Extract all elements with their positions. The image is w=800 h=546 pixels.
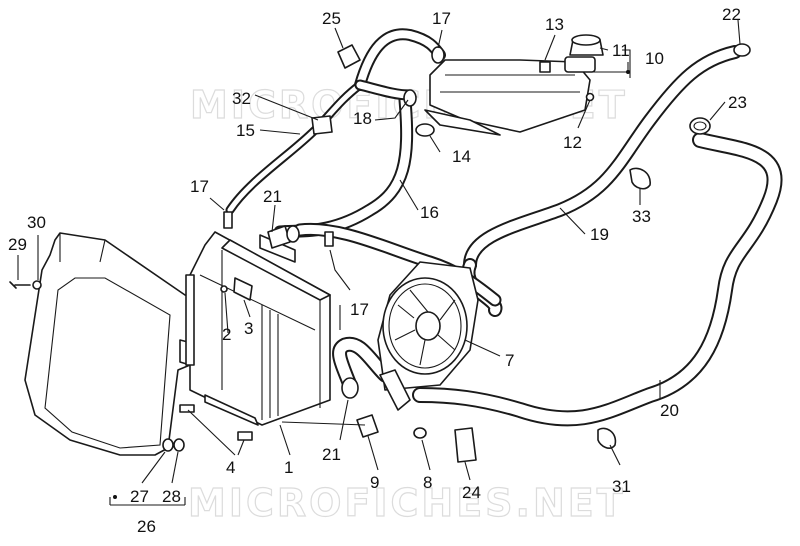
callout-31: 31 [612,477,631,496]
dot-26 [113,495,117,499]
callout-17-mid: 17 [350,300,369,319]
clamp-21-ring[interactable] [286,225,300,243]
clamp-31[interactable] [597,427,617,449]
callout-21-lower: 21 [322,445,341,464]
dot-10 [626,70,630,74]
bracket-9[interactable] [356,414,379,438]
switch-24[interactable] [454,427,477,463]
callout-15: 15 [236,121,255,140]
callout-7: 7 [505,351,514,370]
callout-1: 1 [284,458,293,477]
callout-22: 22 [722,5,741,24]
shroud[interactable] [24,232,206,456]
clamp-21-lower[interactable] [341,377,359,399]
callout-17-top: 17 [432,9,451,28]
callout-29: 29 [8,235,27,254]
grommet-4b[interactable] [237,431,253,441]
clamp-21-top[interactable] [267,225,291,249]
callout-labels: 25 17 13 11 10 12 14 18 32 15 16 17 21 1… [8,5,747,536]
callout-10: 10 [645,49,664,68]
overflow-tank[interactable] [424,56,596,136]
callout-11: 11 [612,41,630,60]
watermark-bottom: MICROFICHES.NET [188,481,626,525]
fan[interactable] [377,261,479,411]
grommet-14[interactable] [415,123,435,137]
callout-24: 24 [462,483,481,502]
clamp-22[interactable] [733,43,751,57]
callout-8: 8 [423,473,432,492]
clamp-17-top[interactable] [431,46,445,64]
callout-28: 28 [162,487,181,506]
callout-18: 18 [353,109,372,128]
callout-13: 13 [545,15,564,34]
callout-25: 25 [322,9,341,28]
leader-lines [17,19,741,506]
callout-20: 20 [660,401,679,420]
bolt-8[interactable] [413,427,427,439]
clamp-23[interactable] [689,117,711,135]
callout-21-top: 21 [263,187,282,206]
callout-17-left: 17 [190,177,209,196]
cap-11[interactable] [569,34,604,56]
clamp-17-left[interactable] [223,211,233,229]
clamp-32[interactable] [311,115,333,135]
washer-2[interactable] [220,285,228,293]
callout-32: 32 [232,89,251,108]
callout-33: 33 [632,207,651,226]
callout-27: 27 [130,487,149,506]
callout-26: 26 [137,517,156,536]
callout-30: 30 [27,213,46,232]
callout-9: 9 [370,473,379,492]
callout-4: 4 [226,458,235,477]
washer-30[interactable] [32,280,42,290]
bracket-3[interactable] [233,277,253,301]
callout-19: 19 [590,225,609,244]
screw-29[interactable] [9,281,31,289]
callout-16: 16 [420,203,439,222]
fitting-13[interactable] [539,61,551,73]
clamp-33[interactable] [629,167,651,190]
clamp-17-mid[interactable] [324,231,334,247]
radiator[interactable] [185,231,331,426]
callout-23: 23 [728,93,747,112]
callout-14: 14 [452,147,471,166]
callout-2: 2 [222,325,231,344]
callout-3: 3 [244,319,253,338]
clip-25[interactable] [337,44,361,69]
washer-27[interactable] [162,438,174,452]
screw-12[interactable] [585,92,595,102]
grommet-4a[interactable] [179,404,195,413]
washer-28[interactable] [173,438,185,452]
callout-12: 12 [563,133,582,152]
